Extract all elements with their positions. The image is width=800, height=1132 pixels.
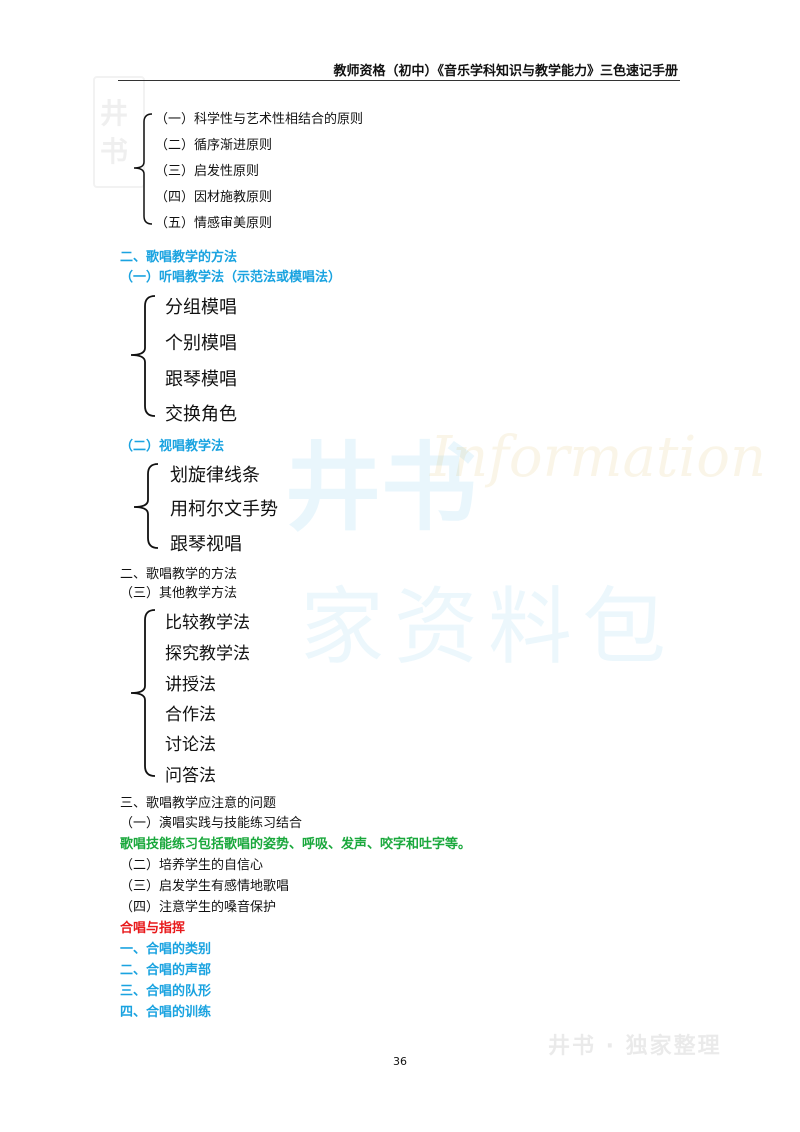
subheading-sight-sing: （二）视唱教学法 — [120, 439, 225, 454]
subheading-listen-sing: （一）听唱教学法（示范法或模唱法） — [120, 270, 342, 285]
other-methods-brace — [130, 609, 156, 777]
principle-item: （四）因材施教原则 — [155, 190, 273, 205]
principle-item: （一）科学性与艺术性相结合的原则 — [155, 112, 364, 127]
watermark-center-script: Information — [430, 425, 767, 490]
listen-sing-item: 交换角色 — [165, 404, 237, 425]
other-method-item: 讲授法 — [165, 675, 216, 695]
other-method-item: 比较教学法 — [165, 613, 250, 633]
page-number: 36 — [393, 1055, 407, 1068]
watermark-footer: 井书 · 独家整理 — [548, 1034, 722, 1059]
listen-sing-item: 跟琴模唱 — [165, 369, 237, 390]
chorus-item: 二、合唱的声部 — [120, 963, 212, 978]
listen-sing-item: 分组模唱 — [165, 297, 237, 318]
chorus-item: 四、合唱的训练 — [120, 1005, 212, 1020]
other-method-item: 问答法 — [165, 766, 216, 786]
chorus-title: 合唱与指挥 — [120, 921, 186, 936]
other-method-item: 合作法 — [165, 705, 216, 725]
sight-sing-item: 跟琴视唱 — [170, 534, 242, 555]
issue-item: （三）启发学生有感情地歌唱 — [120, 879, 290, 894]
section-heading-methods-repeat: 二、歌唱教学的方法 — [120, 567, 238, 582]
principles-brace — [133, 113, 153, 225]
watermark-logo: 井书 — [100, 97, 129, 168]
principle-item: （五）情感审美原则 — [155, 216, 273, 231]
issue-item: （一）演唱实践与技能练习结合 — [120, 816, 303, 831]
other-method-item: 讨论法 — [165, 735, 216, 755]
issue-note: 歌唱技能练习包括歌唱的姿势、呼吸、发声、咬字和吐字等。 — [120, 837, 472, 852]
issue-item: （二）培养学生的自信心 — [120, 858, 264, 873]
issue-item: （四）注意学生的嗓音保护 — [120, 900, 277, 915]
section-heading-methods: 二、歌唱教学的方法 — [120, 250, 238, 265]
watermark-center-row2: 家资料包 — [300, 578, 677, 676]
other-method-item: 探究教学法 — [165, 644, 250, 664]
listen-sing-item: 个别模唱 — [165, 333, 237, 354]
section-heading-issues: 三、歌唱教学应注意的问题 — [120, 796, 277, 811]
sight-sing-item: 用柯尔文手势 — [170, 499, 278, 520]
header-divider — [118, 80, 680, 81]
sight-sing-item: 划旋律线条 — [170, 465, 260, 486]
sight-sing-brace — [133, 463, 159, 549]
subheading-other-methods: （三）其他教学方法 — [120, 586, 238, 601]
page-header-title: 教师资格（初中）《音乐学科知识与教学能力》三色速记手册 — [333, 64, 678, 79]
listen-sing-brace — [130, 295, 156, 417]
chorus-item: 一、合唱的类别 — [120, 942, 212, 957]
chorus-item: 三、合唱的队形 — [120, 984, 212, 999]
principle-item: （二）循序渐进原则 — [155, 138, 273, 153]
watermark-center-chars: 井书 — [285, 432, 477, 544]
principle-item: （三）启发性原则 — [155, 164, 260, 179]
